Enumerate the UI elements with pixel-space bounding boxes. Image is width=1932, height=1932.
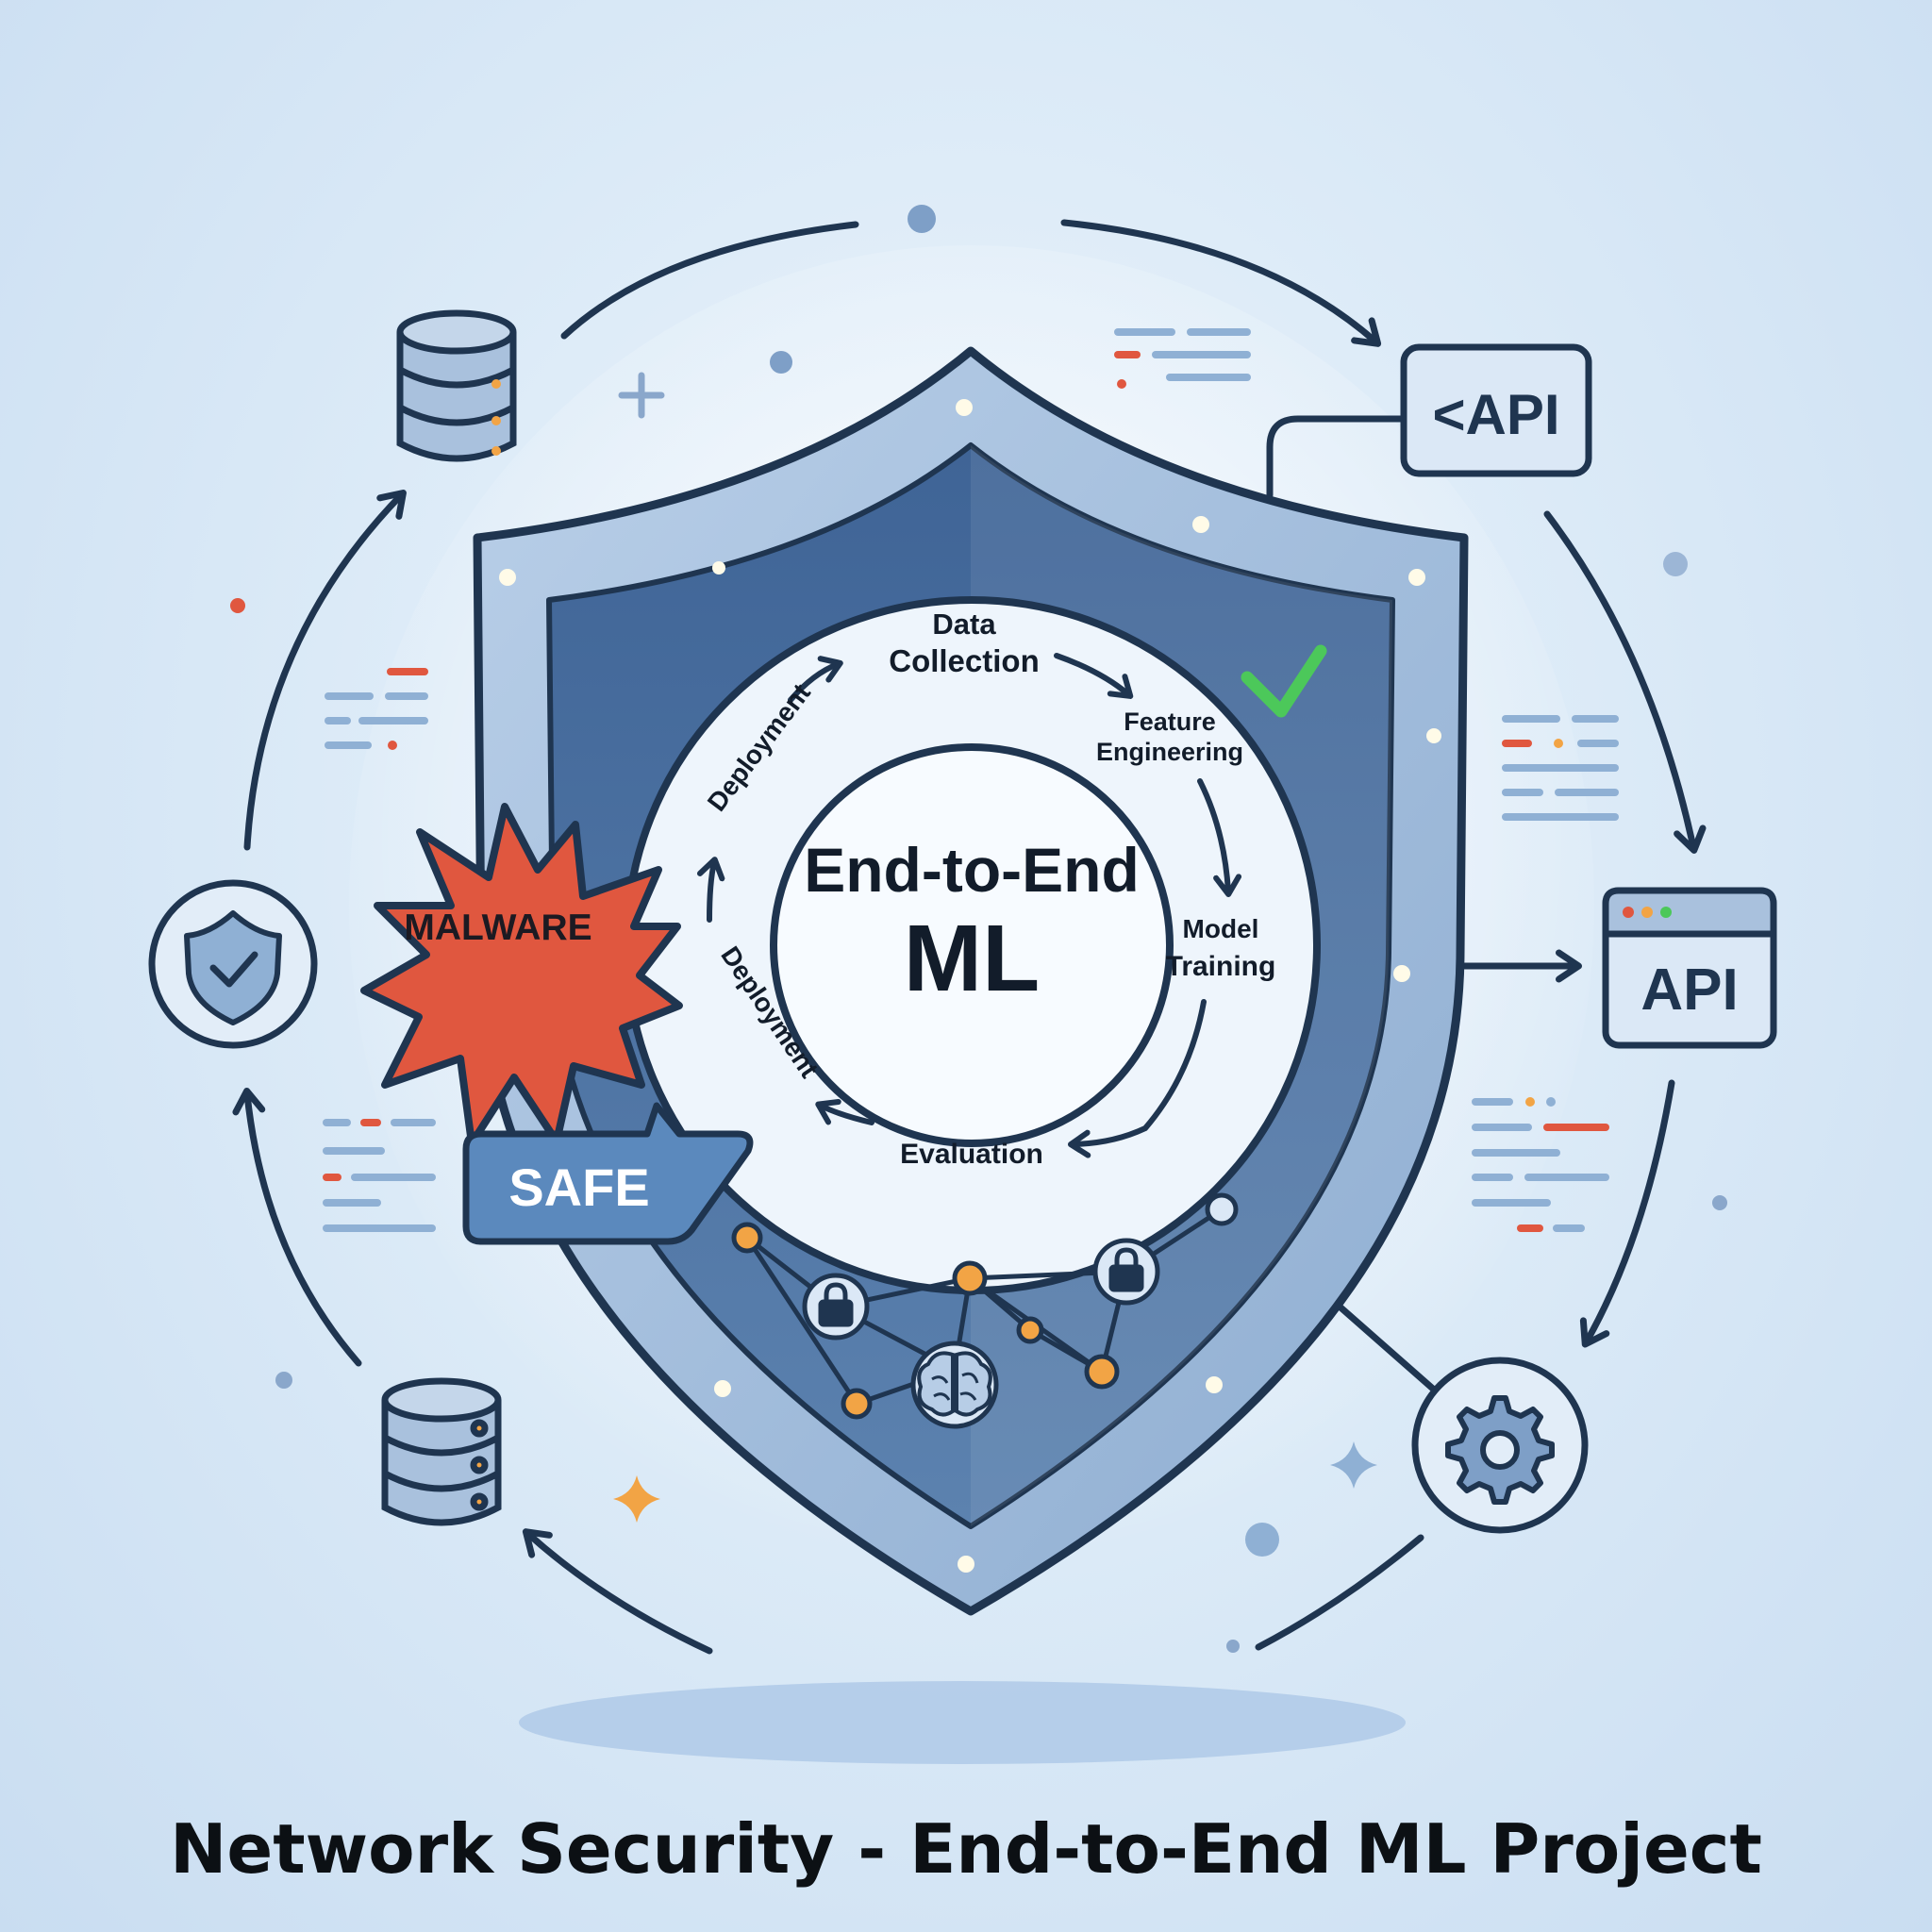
api-box-right: API bbox=[1602, 887, 1777, 1049]
sparkle-orange bbox=[613, 1475, 660, 1523]
stage-evaluation: Evaluation bbox=[900, 1139, 1043, 1170]
brain-icon bbox=[910, 1341, 999, 1429]
api-label-right: API bbox=[1641, 958, 1738, 1023]
stage-data-collection-line2: Collection bbox=[889, 643, 1040, 678]
cycle-inner-ring bbox=[770, 743, 1174, 1147]
arrow-top-left bbox=[560, 221, 859, 340]
database-icon bbox=[396, 309, 517, 462]
api-label-top: <API bbox=[1432, 383, 1559, 446]
arrow-bottom-right bbox=[1255, 1534, 1424, 1651]
code-lines-right-upper bbox=[1502, 715, 1619, 821]
arrow-top-right bbox=[1060, 219, 1382, 347]
shield-check-icon bbox=[148, 879, 318, 1049]
gear-icon bbox=[1411, 1357, 1589, 1534]
stage-model-training-line1: Model bbox=[1183, 914, 1259, 943]
neural-network bbox=[731, 1192, 1239, 1429]
ground-shadow bbox=[519, 1681, 1406, 1764]
center-title-line2: ML bbox=[904, 906, 1040, 1011]
page-title: Network Security - End-to-End ML Project bbox=[170, 1809, 1762, 1889]
code-lines-left-upper bbox=[325, 668, 428, 750]
stage-model-training-line2: Training bbox=[1166, 951, 1276, 982]
outer-cycle-arrows bbox=[232, 219, 1707, 1655]
inner-cycle-arrows bbox=[696, 653, 1242, 1158]
code-lines-left-lower bbox=[323, 1119, 436, 1232]
checkmark-icon bbox=[1241, 644, 1327, 718]
stage-feature-engineering-line1: Feature bbox=[1124, 708, 1216, 736]
lock-icon bbox=[1092, 1238, 1160, 1306]
decor-plus bbox=[618, 372, 665, 419]
code-lines-top bbox=[1114, 328, 1251, 389]
stage-feature-engineering-line2: Engineering bbox=[1096, 738, 1243, 766]
arrow-right-upper bbox=[1543, 510, 1707, 854]
lock-icon bbox=[802, 1273, 870, 1341]
malware-label: MALWARE bbox=[404, 908, 591, 948]
safe-badge: SAFE bbox=[462, 1102, 754, 1245]
arrow-left-lower bbox=[232, 1088, 362, 1367]
connector-api-top bbox=[1266, 415, 1407, 499]
shield-sparkles bbox=[499, 399, 1441, 1573]
database-icon bbox=[381, 1377, 502, 1526]
malware-badge: MALWARE bbox=[360, 803, 683, 1147]
arrow-bottom-left bbox=[522, 1528, 713, 1655]
browser-window-icon bbox=[1602, 887, 1777, 938]
speech-bubble-icon bbox=[462, 1102, 754, 1245]
code-lines-right-lower bbox=[1472, 1097, 1609, 1232]
center-title-line1: End-to-End bbox=[804, 835, 1140, 905]
decor-dots bbox=[230, 205, 1727, 1653]
arrow-right-lower bbox=[1579, 1079, 1675, 1348]
safe-label: SAFE bbox=[508, 1158, 649, 1217]
arrow-left-upper bbox=[243, 489, 407, 851]
stage-data-collection-line1: Data bbox=[932, 608, 996, 641]
api-box-top: <API bbox=[1400, 343, 1592, 477]
sparkle-blue bbox=[1330, 1441, 1377, 1489]
connector-gear bbox=[1336, 1303, 1445, 1400]
